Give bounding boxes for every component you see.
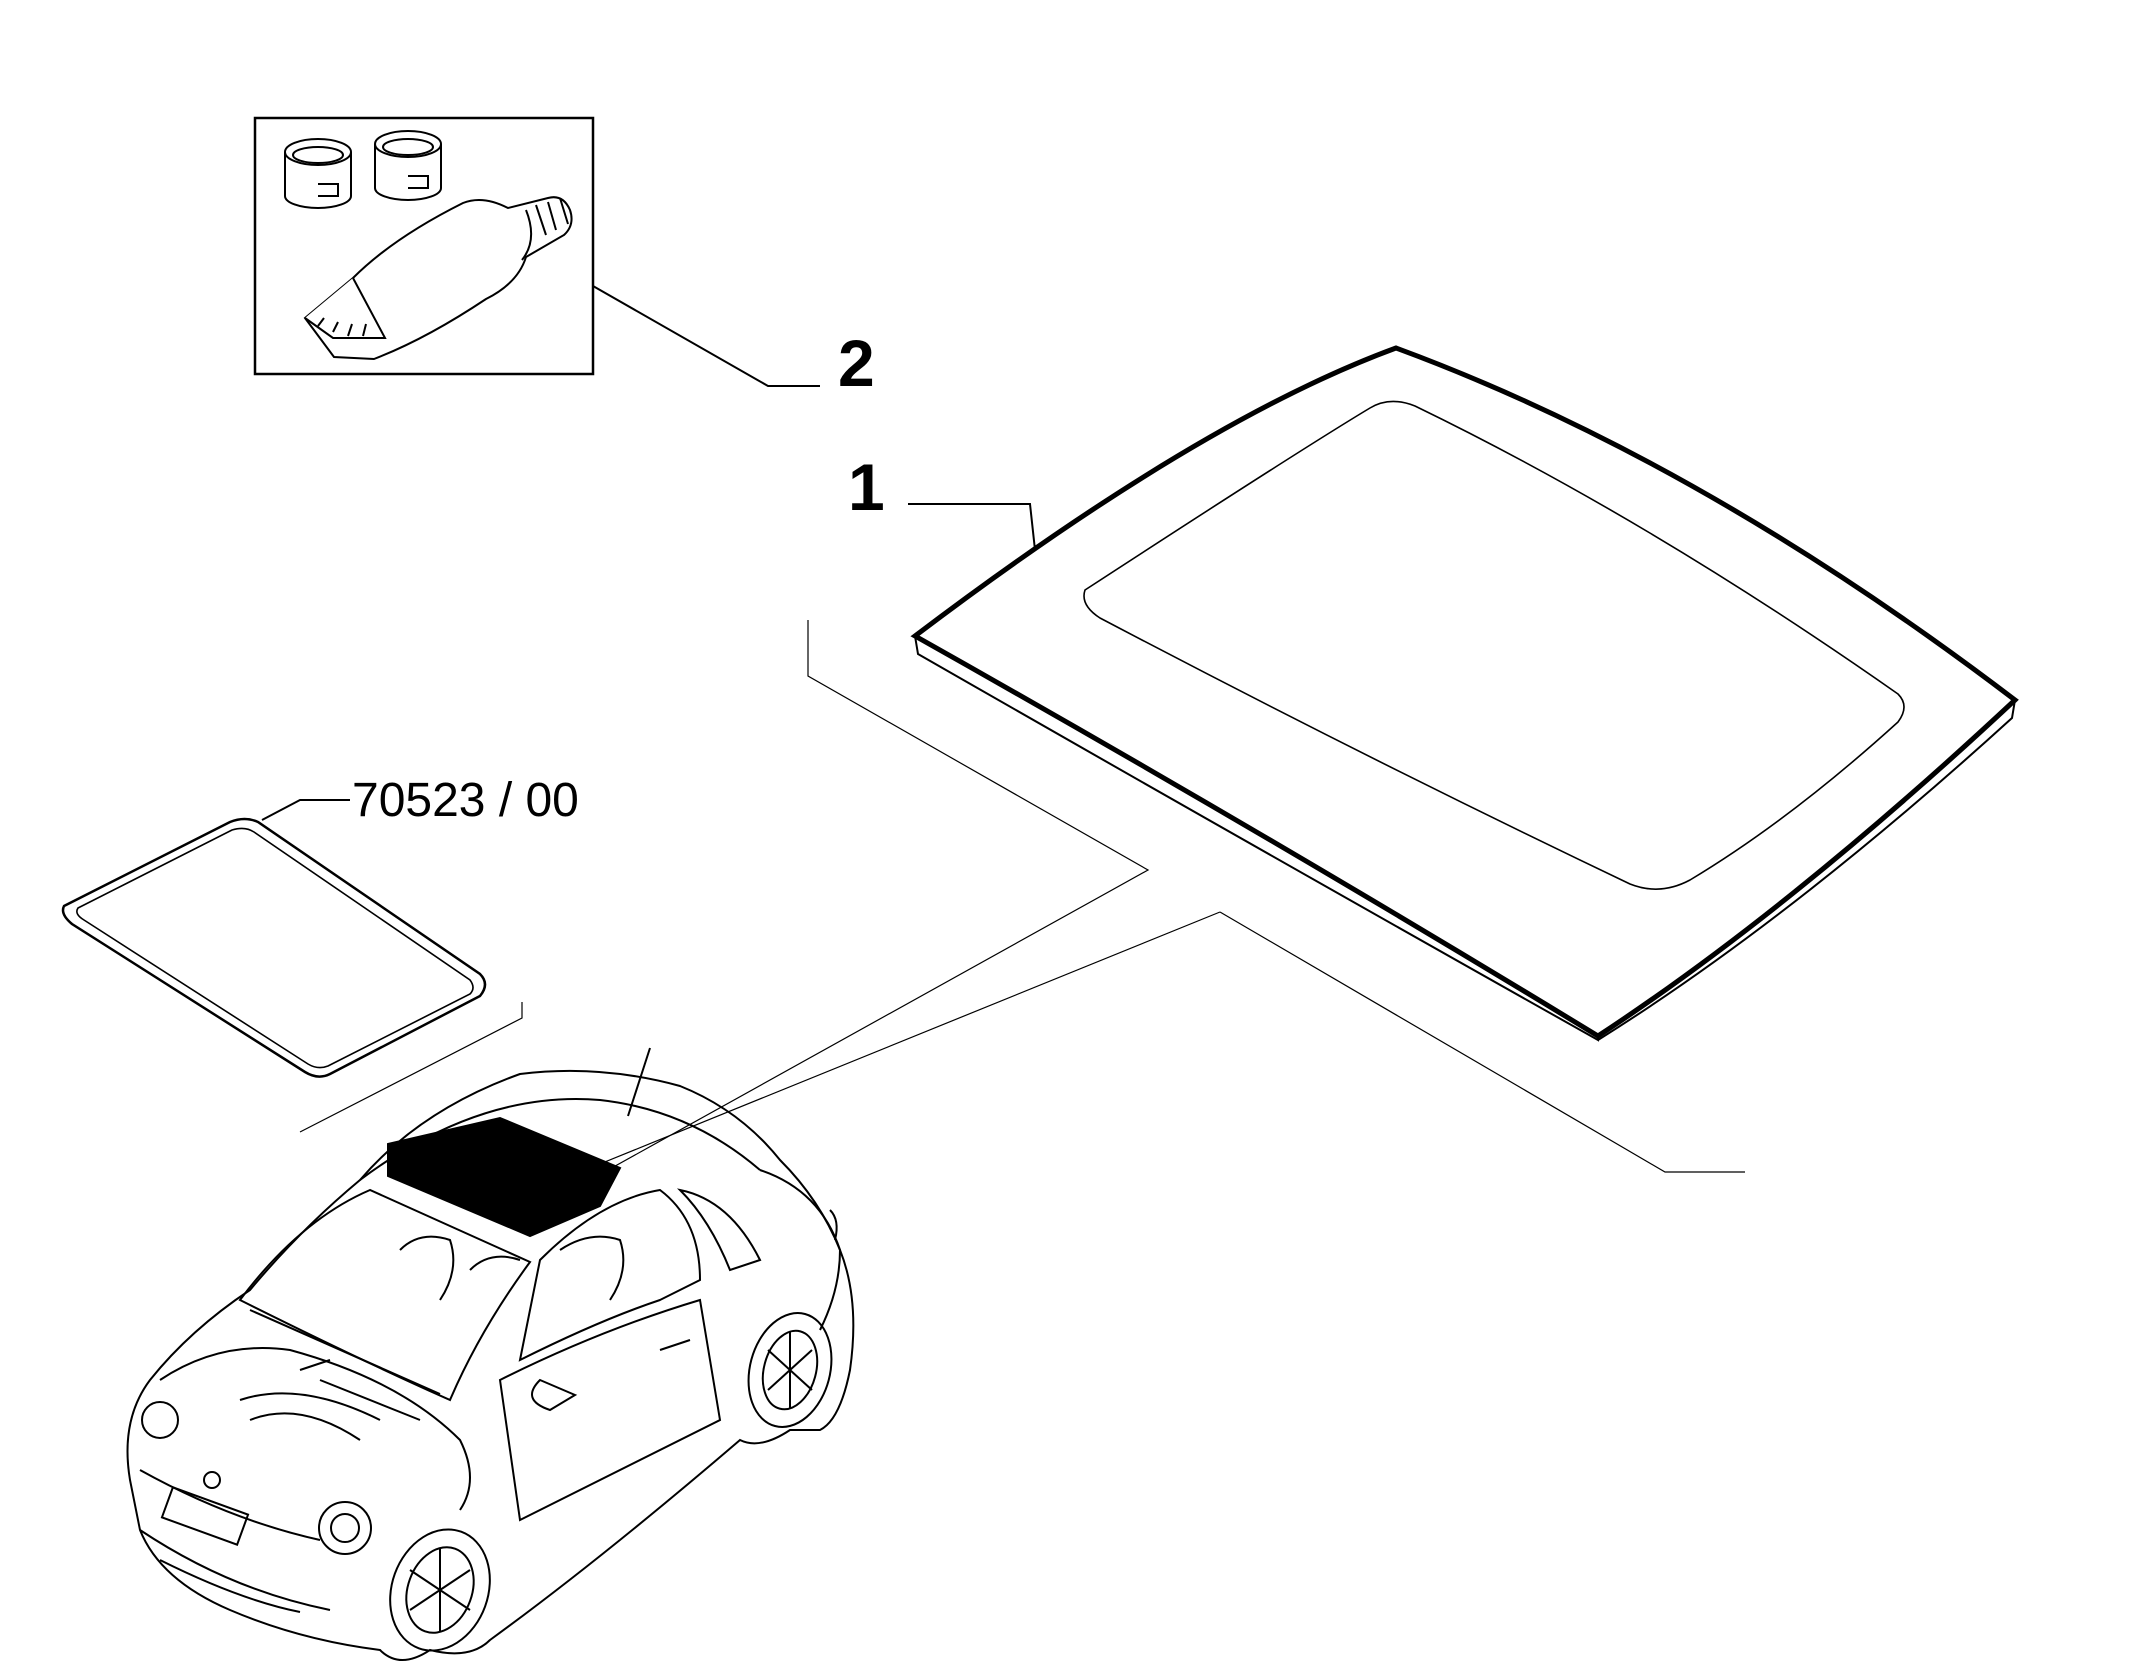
kit-frame [253, 116, 595, 376]
activator-cup-icon [374, 130, 442, 201]
seal-inner [76, 827, 474, 1069]
callout-1: 1 [848, 450, 885, 524]
roof-seal-frame[interactable]: 70523 / 00 [61, 774, 579, 1133]
glass-thickness-edge-right [1597, 699, 2016, 1041]
car-outline [126, 1047, 855, 1661]
glass-thickness-edge [914, 635, 1599, 1042]
kit-leader-line [592, 285, 820, 387]
glass-roof-panel[interactable]: 1 [848, 345, 2019, 1042]
glass-outer-edge [910, 345, 2019, 1039]
adhesive-tube-icon [303, 196, 573, 361]
adhesive-kit-box[interactable]: 2 [253, 116, 875, 400]
seal-leader-line [261, 799, 350, 821]
glass-inner-frit [1083, 400, 1905, 890]
callout-seal-ref: 70523 / 00 [352, 774, 579, 827]
seal-outer [61, 817, 487, 1078]
projection-lines [589, 620, 1745, 1181]
primer-cup-icon [284, 138, 352, 209]
callout-2: 2 [838, 326, 875, 400]
car-roof-glass-marker [387, 1116, 622, 1238]
glass-leader-line [908, 503, 1036, 551]
seal-projection-line [299, 1002, 523, 1133]
